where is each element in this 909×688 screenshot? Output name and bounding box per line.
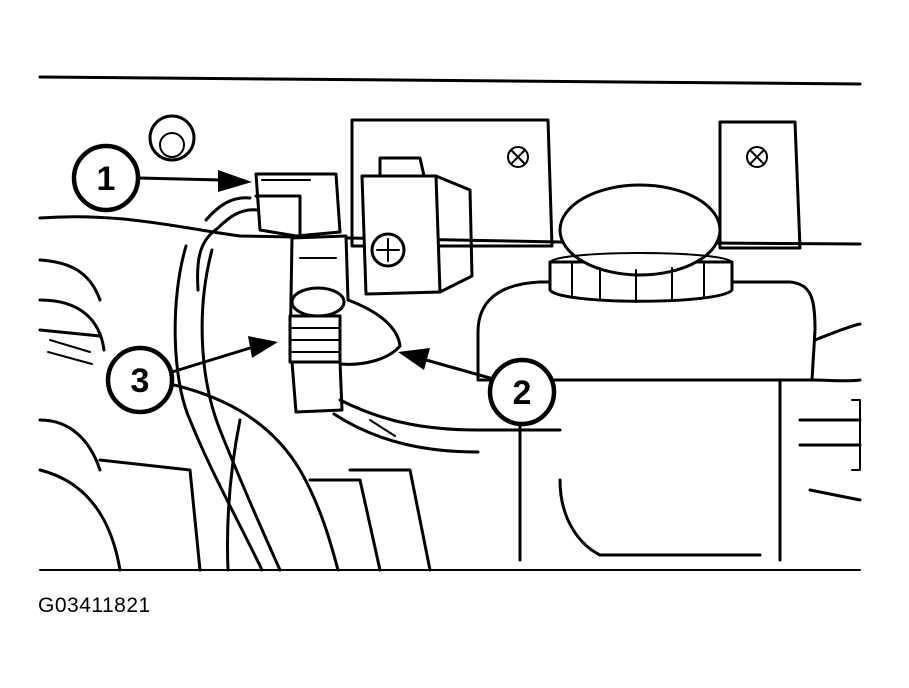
left-engine-parts: [38, 258, 202, 572]
callout-3: 3: [105, 336, 278, 415]
right-engine-parts: [798, 322, 862, 502]
left-mounting-bracket: [350, 118, 554, 248]
sensor-module: [360, 156, 474, 296]
figure-id-label: G03411821: [38, 594, 151, 617]
callout-1-number: 1: [97, 160, 116, 198]
hose-lines: [148, 378, 562, 572]
top-frame-line: [38, 75, 862, 86]
reservoir-cap: [548, 183, 734, 303]
threaded-sensor: [288, 286, 346, 414]
wiring-harness: [173, 196, 282, 572]
round-boss: [148, 114, 196, 162]
callout-2: 2: [398, 348, 557, 427]
right-mounting-bracket: [718, 120, 802, 250]
callout-3-number: 3: [131, 362, 150, 400]
callout-2-number: 2: [513, 374, 532, 412]
electrical-connector: [254, 172, 342, 238]
callout-1: 1: [71, 143, 252, 213]
panel-edge: [38, 215, 862, 246]
